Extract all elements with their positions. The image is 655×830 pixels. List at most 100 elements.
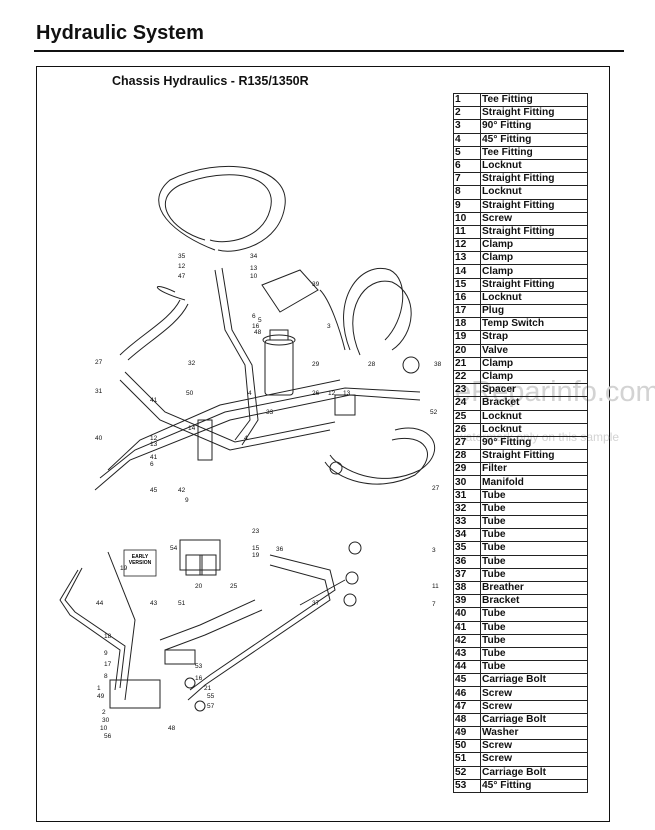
callout-label: 5 xyxy=(258,317,262,324)
callout-label: 51 xyxy=(178,600,186,607)
part-description: Breather xyxy=(480,580,588,596)
callout-label: 9 xyxy=(104,650,108,657)
part-description: Bracket xyxy=(480,396,588,411)
part-number: 3 xyxy=(453,119,481,134)
part-description: Screw xyxy=(480,752,588,767)
part-number: 28 xyxy=(453,449,481,464)
part-description: Tube xyxy=(480,633,588,648)
callout-label: 56 xyxy=(104,733,112,740)
part-description: Straight Fitting xyxy=(480,106,588,121)
callout-label: 57 xyxy=(207,703,215,710)
part-number: 39 xyxy=(453,594,481,609)
part-description: 45° Fitting xyxy=(480,778,588,793)
part-description: Valve xyxy=(480,343,588,358)
part-number: 42 xyxy=(453,633,481,648)
callout-label: 47 xyxy=(178,273,186,280)
callout-label: 31 xyxy=(95,388,103,395)
part-description: Carriage Bolt xyxy=(480,712,588,728)
page-title: Hydraulic System xyxy=(36,22,204,44)
part-description: Tube xyxy=(480,501,588,517)
part-description: Screw xyxy=(480,699,588,714)
part-number: 17 xyxy=(453,303,481,319)
callout-label: 42 xyxy=(178,487,186,494)
part-description: Screw xyxy=(480,686,588,701)
early-version-label-2: VERSION xyxy=(129,560,152,566)
part-description: Locknut xyxy=(480,290,588,306)
part-description: Locknut xyxy=(480,422,588,437)
part-number: 26 xyxy=(453,422,481,437)
callout-label: 10 xyxy=(250,273,258,280)
callout-label: 4 xyxy=(248,390,252,397)
callout-label: 10 xyxy=(100,725,108,732)
callout-label: 32 xyxy=(188,360,196,367)
part-number: 27 xyxy=(453,435,481,451)
part-description: Tube xyxy=(480,620,588,635)
part-number: 38 xyxy=(453,580,481,596)
callout-label: 34 xyxy=(250,253,258,260)
callout-label: 16 xyxy=(252,323,260,330)
part-number: 29 xyxy=(453,462,481,477)
part-number: 51 xyxy=(453,752,481,767)
part-number: 13 xyxy=(453,251,481,266)
part-description: 90° Fitting xyxy=(480,435,588,451)
part-description: Clamp xyxy=(480,369,588,385)
callout-label: 41 xyxy=(150,397,158,404)
callout-label: 12 xyxy=(178,263,186,270)
callout-label: 13 xyxy=(250,265,258,272)
part-description: Clamp xyxy=(480,264,588,279)
part-number: 49 xyxy=(453,725,481,741)
callout-label: 27 xyxy=(432,485,440,492)
callout-label: 41 xyxy=(150,454,158,461)
part-number: 20 xyxy=(453,343,481,358)
part-number: 31 xyxy=(453,488,481,503)
callout-label: 1 xyxy=(97,685,101,692)
part-number: 12 xyxy=(453,238,481,253)
callout-label: 13 xyxy=(150,441,158,448)
callout-label: 49 xyxy=(97,693,105,700)
part-description: Carriage Bolt xyxy=(480,673,588,688)
part-number: 37 xyxy=(453,567,481,582)
callout-label: 15 xyxy=(252,545,260,552)
part-description: Straight Fitting xyxy=(480,198,588,213)
part-description: Straight Fitting xyxy=(480,277,588,292)
callout-label: 50 xyxy=(186,390,194,397)
part-description: Locknut xyxy=(480,158,588,174)
part-number: 11 xyxy=(453,224,481,240)
part-number: 52 xyxy=(453,765,481,780)
components xyxy=(109,269,420,712)
part-number: 4 xyxy=(453,132,481,147)
callout-label: 29 xyxy=(312,361,320,368)
part-description: Strap xyxy=(480,330,588,345)
callout-label: 2 xyxy=(102,709,106,716)
callout-label: 3 xyxy=(432,547,436,554)
part-description: Clamp xyxy=(480,238,588,253)
callout-label: 30 xyxy=(102,717,110,724)
part-number: 41 xyxy=(453,620,481,635)
callout-label: 52 xyxy=(430,409,438,416)
